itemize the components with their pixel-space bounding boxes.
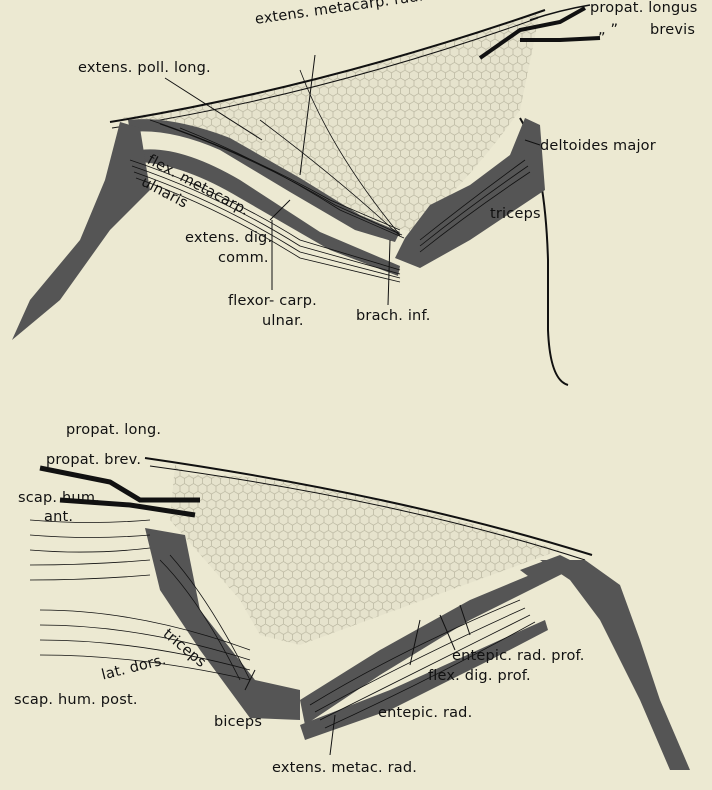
label-ulnar: ulnar. <box>262 313 304 329</box>
label-scap-hum: scap. hum. <box>18 490 100 506</box>
label-ditto-marks: „ ” <box>598 22 618 38</box>
bottom-digit-bones <box>540 560 690 770</box>
bottom-membrane <box>170 465 560 645</box>
label-propat-brev: propat. brev. <box>46 452 141 468</box>
label-propat-long: propat. long. <box>66 422 161 438</box>
label-entepic-rad-prof: entepic. rad. prof. <box>452 648 585 664</box>
label-ant: ant. <box>44 509 73 525</box>
label-entepic-rad: entepic. rad. <box>378 705 472 721</box>
label-flexor-carp: flexor- carp. <box>228 293 317 309</box>
label-extens-poll-long: extens. poll. long. <box>78 60 211 76</box>
label-extens-dig: extens. dig. <box>185 230 272 246</box>
label-brevis: brevis <box>650 22 695 38</box>
label-brach-inf: brach. inf. <box>356 308 431 324</box>
top-digit-bones <box>12 122 150 340</box>
label-propat-longus: propat. longus <box>590 0 698 16</box>
label-biceps: biceps <box>214 714 262 730</box>
bottom-panel-drawing <box>30 458 690 770</box>
label-extens-metac-rad: extens. metac. rad. <box>272 760 417 776</box>
label-flex-dig-prof: flex. dig. prof. <box>428 668 531 684</box>
label-comm: comm. <box>218 250 269 266</box>
label-scap-hum-post: scap. hum. post. <box>14 692 138 708</box>
label-triceps-top: triceps <box>490 206 541 222</box>
label-deltoides-major: deltoides major <box>540 138 656 154</box>
